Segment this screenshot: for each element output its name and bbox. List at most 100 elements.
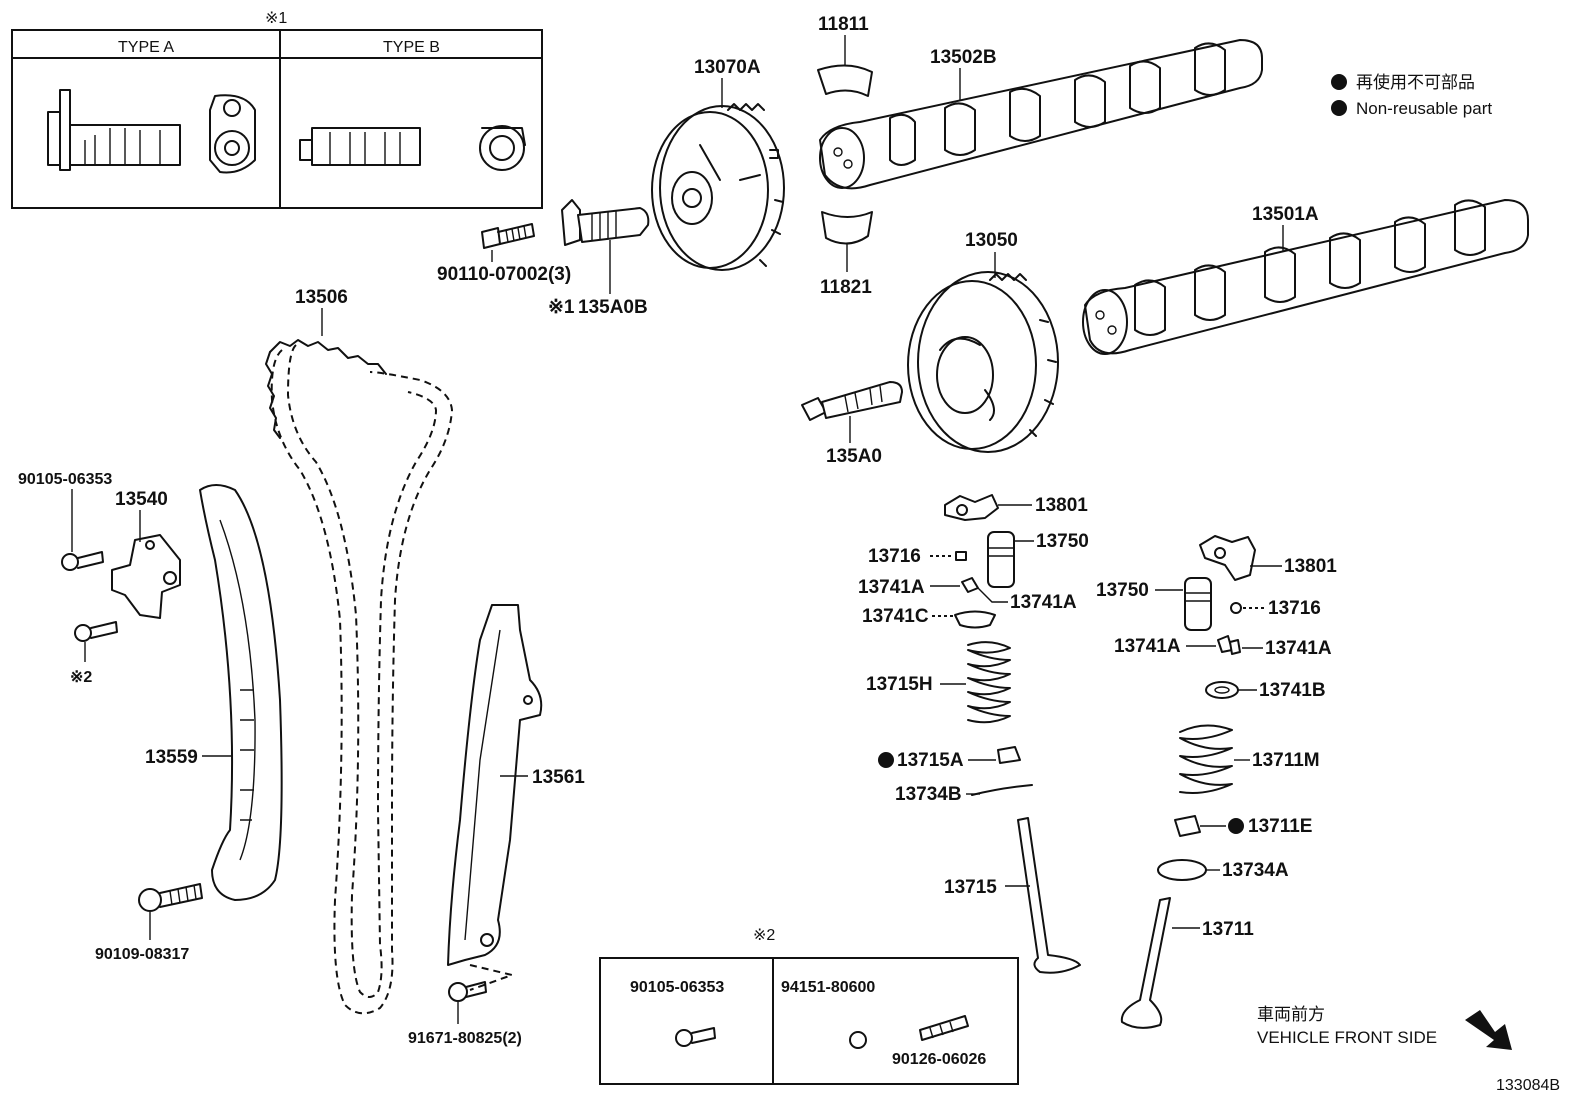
part-135A0B-oil-control-valve: ※1 135A0B [548, 199, 650, 318]
legend-en: Non-reusable part [1356, 99, 1492, 118]
label-13741C: 13741C [862, 606, 929, 627]
label-13750-left: 13750 [1036, 531, 1089, 552]
label-13741A-right-b: 13741A [1265, 638, 1332, 659]
part-13711E-valve-stem-seal: 13711E [1174, 815, 1312, 837]
part-90110-07002-bolt: 90110-07002(3) [437, 223, 571, 285]
legend: 再使用不可部品 Non-reusable part [1331, 72, 1492, 118]
label-13741B: 13741B [1259, 680, 1326, 701]
label-13750-right: 13750 [1096, 580, 1149, 601]
label-91671-80825: 91671-80825(2) [408, 1030, 522, 1047]
part-13741C-spring-retainer: 13741C [862, 606, 996, 629]
label-13561: 13561 [532, 767, 585, 788]
part-13559-chain-tensioner-slipper: 13559 [145, 484, 283, 901]
label-13540: 13540 [115, 489, 168, 510]
inset1-frame [11, 29, 543, 209]
inset2-nut-and-stud-illustration [849, 1015, 969, 1049]
front-arrow-icon [1465, 1010, 1512, 1050]
inset2-marker: ※2 [753, 927, 775, 944]
type-a-oil-control-valve-illustration [47, 89, 256, 174]
inset2-part-90105-06353: 90105-06353 [630, 979, 724, 996]
part-13502B-camshaft-exhaust: 13502B [819, 39, 1263, 190]
label-11821: 11821 [820, 277, 872, 298]
inset-type-variants: ※1 TYPE A TYPE B [11, 10, 543, 209]
part-13801-rocker-arm-left: 13801 [944, 494, 1088, 521]
part-13716-valve-stem-cap-left: 13716 [868, 546, 967, 567]
label-13716-right: 13716 [1268, 598, 1321, 619]
type-a-header: TYPE A [118, 39, 174, 56]
vehicle-front-direction: 車両前方 VEHICLE FRONT SIDE [1257, 1005, 1512, 1050]
label-13711M: 13711M [1252, 750, 1320, 771]
label-13715H: 13715H [866, 674, 933, 695]
label-13734B: 13734B [895, 784, 962, 805]
inset2-bolt-illustration [675, 1027, 716, 1047]
part-90109-08317-bolt: 90109-08317 [95, 883, 203, 963]
figure-id: 133084B [1496, 1077, 1560, 1094]
non-reusable-dot-icon [1331, 100, 1347, 116]
label-13715: 13715 [944, 877, 997, 898]
label-13715A: 13715A [897, 750, 964, 771]
part-13741B-spring-retainer: 13741B [1205, 680, 1326, 701]
part-13715H-valve-spring: 13715H [866, 641, 1011, 724]
label-90110-07002: 90110-07002(3) [437, 264, 571, 285]
label-135A0: 135A0 [826, 446, 882, 467]
label-11811: 11811 [818, 14, 869, 35]
part-13801-rocker-arm-right: 13801 [1199, 535, 1337, 581]
part-13070A-camshaft-timing-gear: 13070A [651, 57, 785, 271]
label-135A0B: 135A0B [578, 297, 648, 318]
label-marker-2: ※2 [70, 669, 92, 686]
type-b-header: TYPE B [383, 39, 440, 56]
part-13715A-valve-stem-seal: 13715A [878, 746, 1021, 771]
label-90109-08317: 90109-08317 [95, 946, 189, 963]
label-13741A-left-b: 13741A [1010, 592, 1077, 613]
part-13715-exhaust-valve: 13715 [944, 817, 1081, 974]
part-13050-camshaft-timing-gear-intake: 13050 [907, 230, 1059, 453]
part-91671-80825-bolt: 91671-80825(2) [408, 964, 522, 1047]
part-13711-intake-valve: 13711 [1120, 897, 1254, 1029]
part-bolt-marked-2: ※2 [70, 621, 118, 686]
label-90105-06353: 90105-06353 [18, 471, 112, 488]
label-13070A: 13070A [694, 57, 761, 78]
label-135A0B-marker: ※1 [548, 297, 575, 318]
label-13050: 13050 [965, 230, 1018, 251]
label-13711E: 13711E [1248, 816, 1312, 837]
inset-bolt-variants: ※2 90105-06353 94151-80600 90126-06026 [599, 927, 1019, 1085]
part-13716-valve-stem-cap-right: 13716 [1230, 598, 1321, 619]
part-11821-bearing-lower: 11821 [820, 211, 873, 298]
direction-jp: 車両前方 [1257, 1005, 1325, 1024]
label-13734A: 13734A [1222, 860, 1289, 881]
part-13501A-camshaft-intake: 13501A [1082, 199, 1529, 355]
type-b-oil-control-valve-illustration [299, 125, 526, 171]
label-13801-left: 13801 [1035, 495, 1088, 516]
label-13502B: 13502B [930, 47, 997, 68]
inset2-frame [599, 957, 1019, 1085]
part-13561-chain-vibration-damper: 13561 [447, 604, 585, 966]
part-135A0-oil-control-valve-bolt: 135A0 [801, 381, 903, 467]
part-13506-timing-chain: 13506 [265, 287, 454, 1015]
label-13559: 13559 [145, 747, 198, 768]
inset2-part-90126-06026: 90126-06026 [892, 1051, 986, 1068]
label-13801-right: 13801 [1284, 556, 1337, 577]
part-13711M-valve-spring: 13711M [1179, 724, 1320, 794]
inset2-part-94151-80600: 94151-80600 [781, 979, 875, 996]
direction-en: VEHICLE FRONT SIDE [1257, 1028, 1437, 1047]
part-90105-06353-bolt: 90105-06353 [18, 471, 112, 571]
label-13716-left: 13716 [868, 546, 921, 567]
non-reusable-dot-icon [1331, 74, 1347, 90]
part-13741A-valve-keeper-right: 13741A 13741A [1114, 635, 1332, 659]
label-13506: 13506 [295, 287, 348, 308]
part-13750-lash-adjuster-right: 13750 [1096, 577, 1212, 631]
legend-jp: 再使用不可部品 [1356, 72, 1475, 92]
part-13741A-valve-keeper-left: 13741A 13741A [858, 577, 1077, 613]
part-13750-lash-adjuster-left: 13750 [987, 531, 1089, 588]
part-11811-bearing-upper: 11811 [817, 14, 873, 97]
non-reusable-dot-icon [1228, 818, 1244, 834]
label-13741A-right-a: 13741A [1114, 636, 1181, 657]
part-13734B-valve-spring-seat: 13734B [895, 784, 1033, 805]
part-13734A-valve-spring-seat: 13734A [1157, 859, 1289, 881]
part-13540-chain-tensioner: 13540 [111, 489, 181, 619]
non-reusable-dot-icon [878, 752, 894, 768]
label-13501A: 13501A [1252, 204, 1319, 225]
label-13711: 13711 [1202, 919, 1254, 940]
label-13741A-left-a: 13741A [858, 577, 925, 598]
